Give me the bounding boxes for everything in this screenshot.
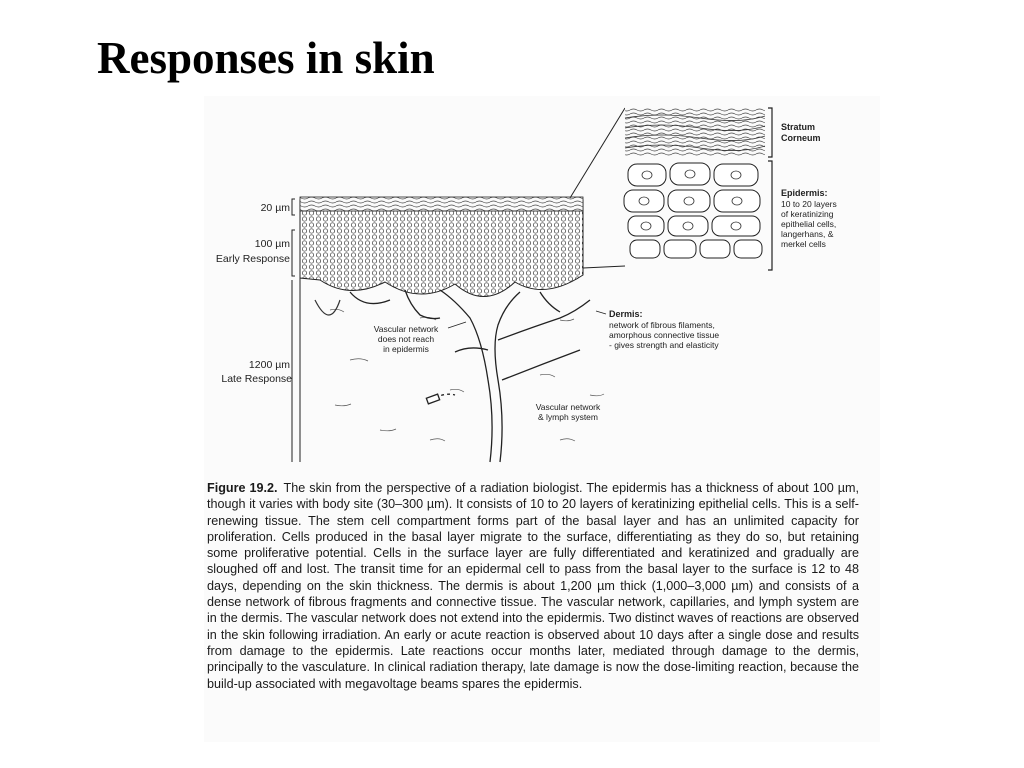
label-dermis-title: Dermis: <box>609 309 643 319</box>
label-early-response: Early Response <box>216 253 290 265</box>
label-dermis-line: - gives strength and elasticity <box>609 340 719 350</box>
label-100um: 100 µm <box>255 238 290 250</box>
vascular-network <box>349 289 591 463</box>
dermis-layer <box>299 278 605 462</box>
label-corneum: Corneum <box>781 133 821 143</box>
label-vascular-no-reach: in epidermis <box>383 344 429 354</box>
skin-diagram: 20 µm 100 µm Early Response 1200 µm Late… <box>216 107 837 463</box>
label-vascular-no-reach: Vascular network <box>374 324 439 334</box>
dermis-pointer <box>595 310 607 315</box>
label-vascular-lymph: Vascular network <box>536 402 601 412</box>
label-epidermis-line: of keratinizing <box>781 209 834 219</box>
magnified-inset <box>569 107 773 271</box>
label-epidermis-title: Epidermis: <box>781 188 828 198</box>
slide-title: Responses in skin <box>97 33 435 83</box>
vascular-pointer <box>447 321 467 329</box>
label-dermis-line: amorphous connective tissue <box>609 330 719 340</box>
figure-caption: Figure 19.2.The skin from the perspectiv… <box>207 480 859 692</box>
label-vascular-no-reach: does not reach <box>378 334 435 344</box>
label-20um: 20 µm <box>261 202 291 214</box>
label-vascular-lymph: & lymph system <box>538 412 598 422</box>
label-epidermis-line: epithelial cells, <box>781 219 836 229</box>
caption-text: The skin from the perspective of a radia… <box>207 481 859 691</box>
label-stratum: Stratum <box>781 122 815 132</box>
label-epidermis-line: merkel cells <box>781 239 826 249</box>
label-1200um: 1200 µm <box>249 359 290 371</box>
label-epidermis-line: langerhans, & <box>781 229 834 239</box>
label-late-response: Late Response <box>221 373 292 385</box>
figure-label: Figure 19.2. <box>207 481 278 495</box>
depth-scale <box>291 198 295 462</box>
label-dermis-line: network of fibrous filaments, <box>609 320 715 330</box>
label-epidermis-line: 10 to 20 layers <box>781 199 837 209</box>
epidermis-layer <box>299 196 584 297</box>
